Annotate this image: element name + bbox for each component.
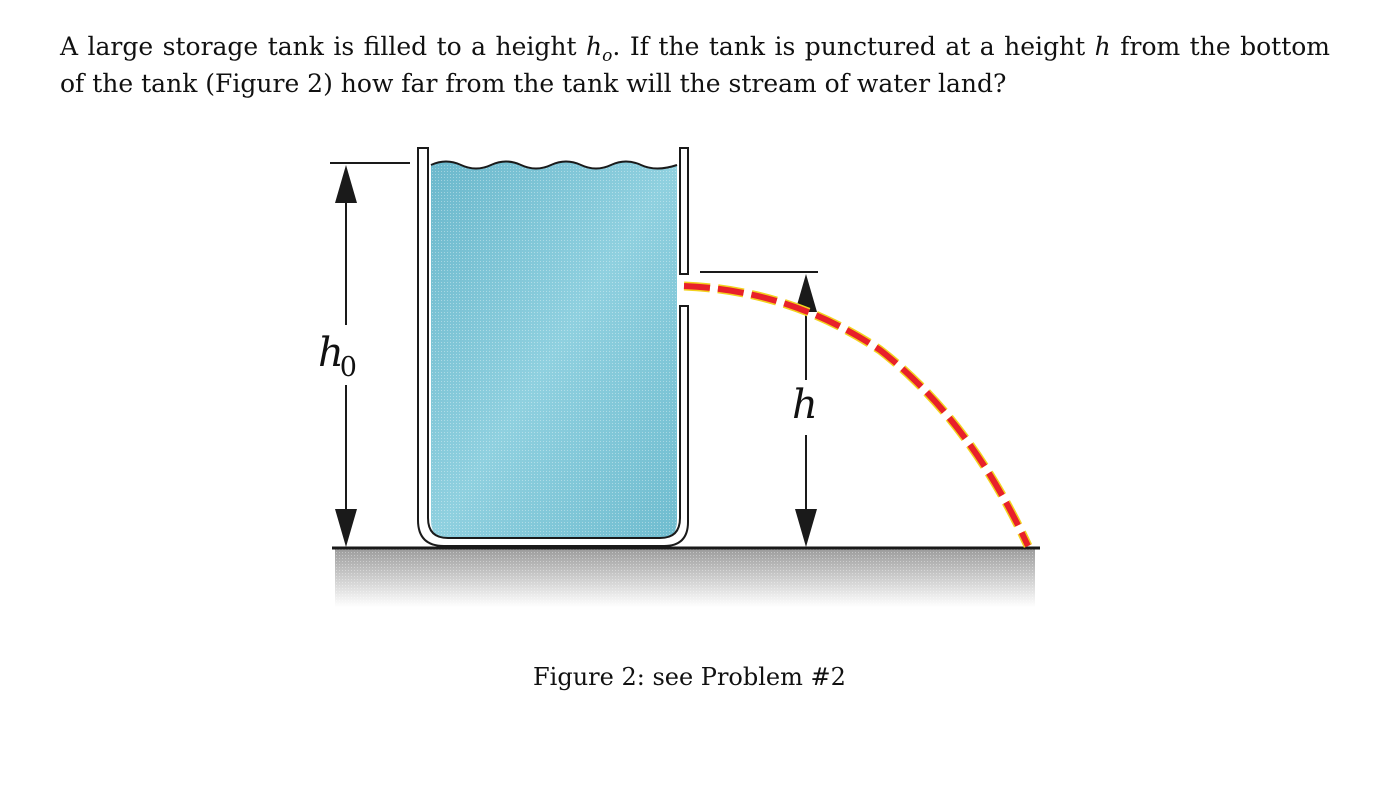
problem-text-part2: . If the tank is punctured at a height [612,32,1095,61]
h-label: h [792,382,818,428]
water-stream-edge [683,281,1033,548]
problem-text-part3: from the bottom of the tank (Figure 2) h… [60,32,1330,98]
h0-arrow-down [335,509,357,547]
h0-label: h0 [318,330,357,383]
h-variable: h [1094,32,1111,61]
h0-arrow-up [335,165,357,203]
h-arrow-up [795,274,817,312]
problem-statement: A large storage tank is filled to a heig… [60,30,1330,100]
h0-variable: ho [586,32,613,66]
water-surface [430,160,678,170]
h-arrow-down [795,509,817,547]
figure-caption: Figure 2: see Problem #2 [533,663,846,691]
tank-right-wall-upper [679,147,689,275]
problem-text-part1: A large storage tank is filled to a heig… [60,32,587,61]
water-stream [683,283,1031,548]
tank-left-wall [417,147,689,547]
